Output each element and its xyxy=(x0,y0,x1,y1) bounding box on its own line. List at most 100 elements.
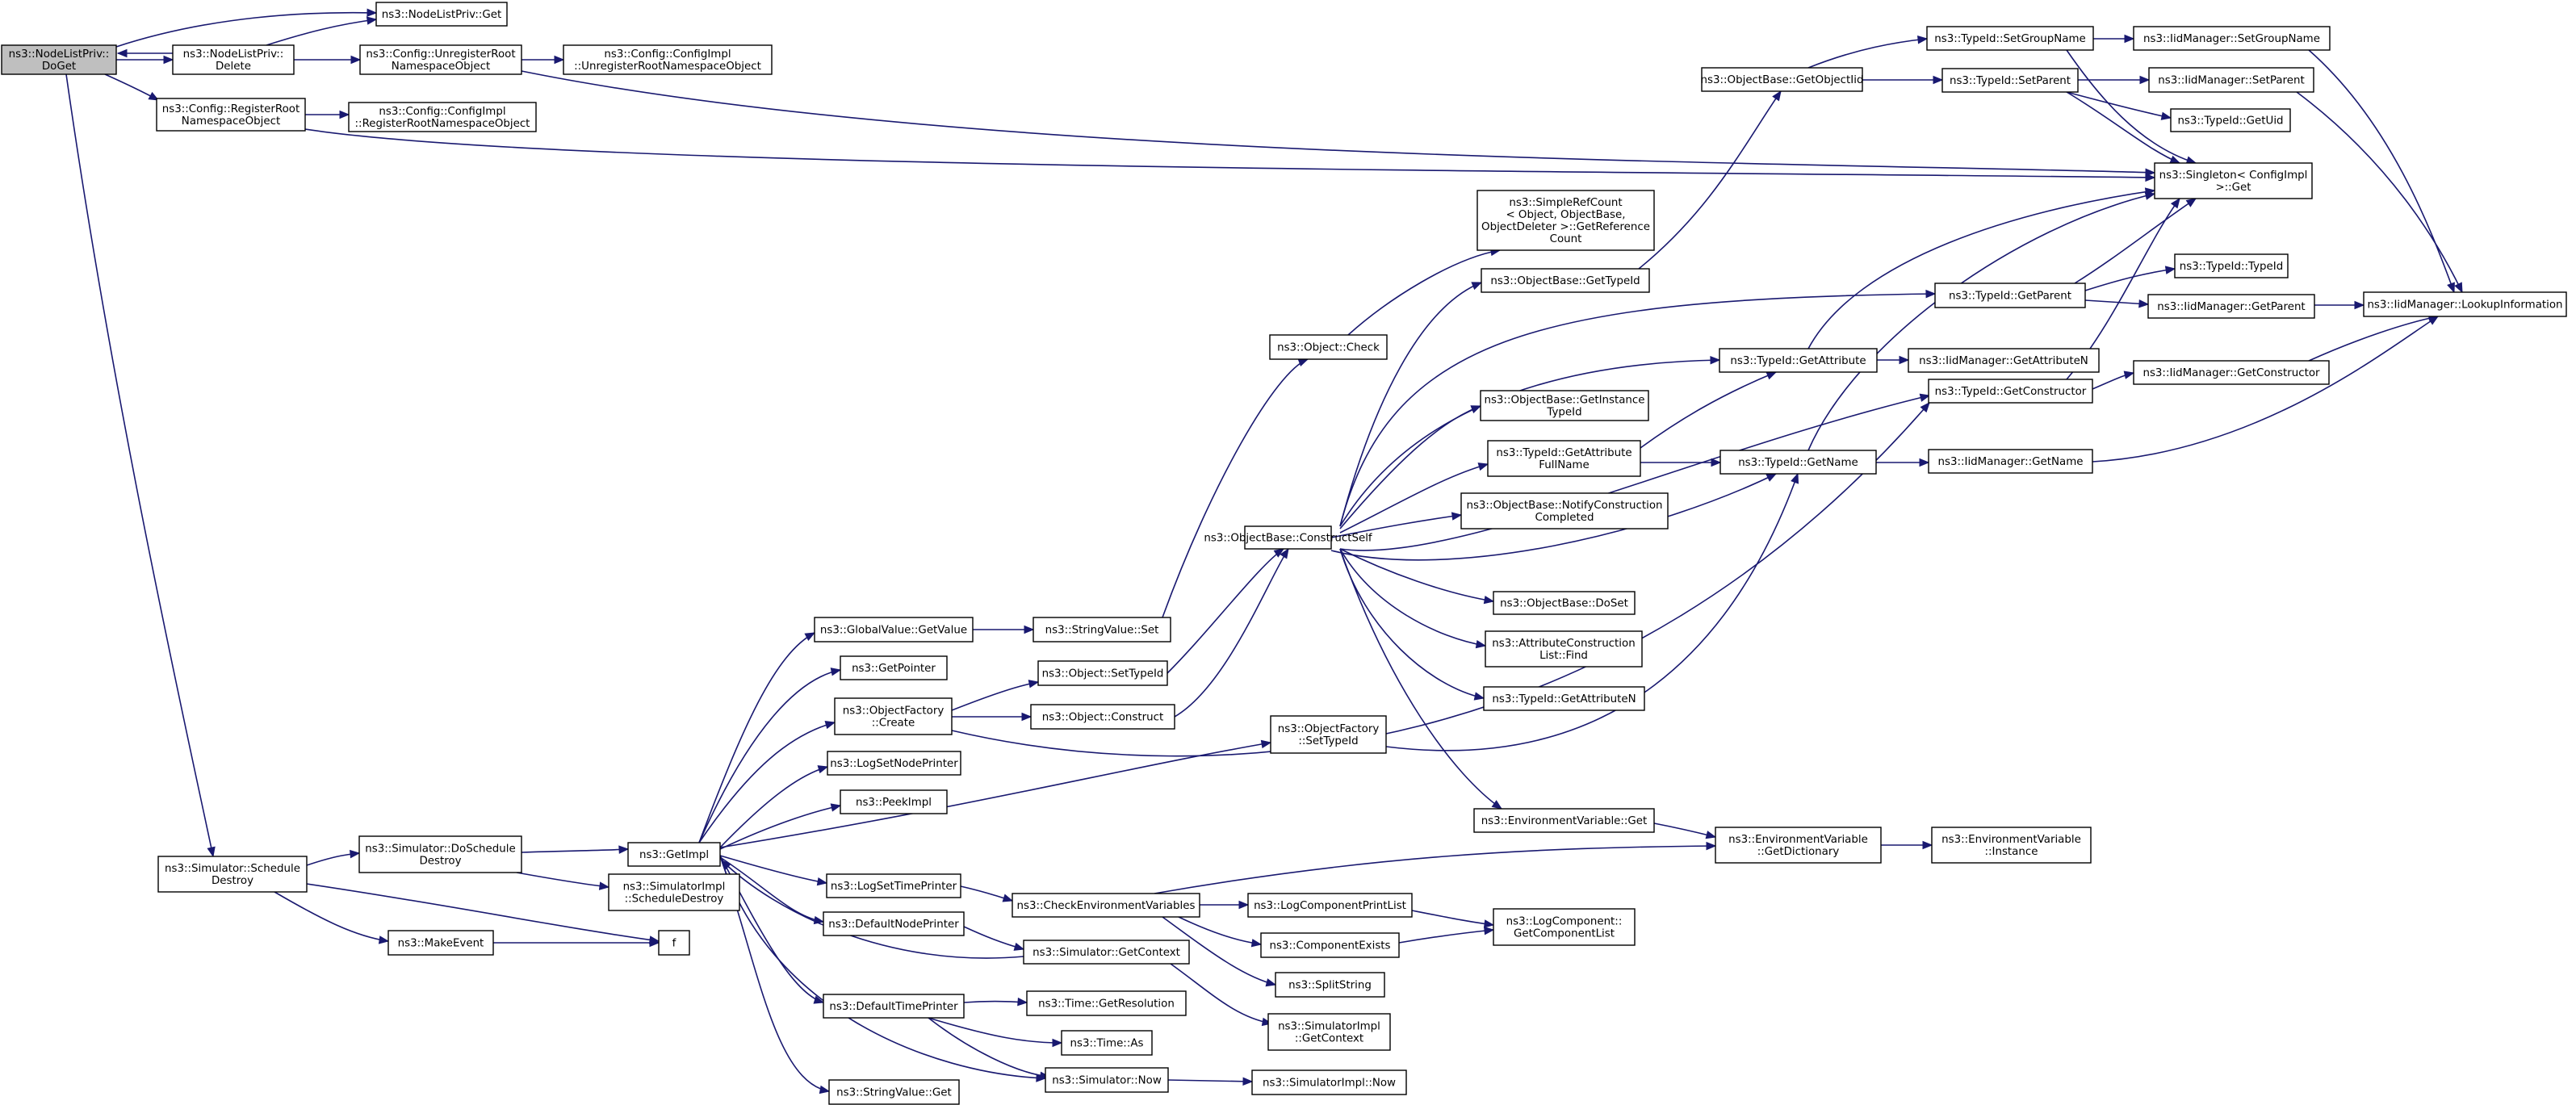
node-n0[interactable]: ns3::NodeListPriv::DoGet xyxy=(1,44,117,75)
node-box[interactable] xyxy=(1493,591,1636,615)
node-n27[interactable]: ns3::TypeId::GetName xyxy=(1719,450,1877,475)
node-n30[interactable]: ns3::ObjectBase::NotifyConstructionCompl… xyxy=(1460,492,1669,529)
node-box[interactable] xyxy=(1030,704,1175,730)
node-n60[interactable]: ns3::DefaultTimePrinter xyxy=(823,994,965,1019)
node-n43[interactable]: ns3::EnvironmentVariable::Get xyxy=(1473,808,1655,833)
node-box[interactable] xyxy=(1480,390,1649,421)
node-box[interactable] xyxy=(814,617,974,642)
node-n24[interactable]: ns3::IidManager::GetConstructor xyxy=(2133,360,2330,385)
node-n18[interactable]: ns3::TypeId::GetParent xyxy=(1934,283,2086,308)
node-box[interactable] xyxy=(1247,893,1413,918)
node-box[interactable] xyxy=(1928,379,2093,404)
node-n49[interactable]: ns3::SimulatorImpl::ScheduleDestroy xyxy=(608,873,740,911)
node-n65[interactable]: ns3::SimulatorImpl::Now xyxy=(1251,1069,1407,1095)
node-box[interactable] xyxy=(1485,630,1643,668)
node-box[interactable] xyxy=(1483,686,1645,711)
node-n56[interactable]: f xyxy=(658,930,690,956)
node-box[interactable] xyxy=(2174,253,2289,278)
node-box[interactable] xyxy=(1941,68,2079,93)
node-n19[interactable]: ns3::TypeId::TypeId xyxy=(2174,253,2289,278)
node-n28[interactable]: ns3::IidManager::GetName xyxy=(1928,449,2093,474)
node-box[interactable] xyxy=(1270,715,1387,754)
node-n17[interactable]: ns3::Object::Check xyxy=(1269,334,1388,360)
node-box[interactable] xyxy=(823,994,965,1019)
node-n64[interactable]: ns3::Simulator::Now xyxy=(1045,1067,1169,1093)
node-n54[interactable]: ns3::ComponentExists xyxy=(1260,932,1400,958)
node-n37[interactable]: ns3::ObjectFactory::Create xyxy=(834,697,953,735)
node-box[interactable] xyxy=(1928,449,2093,474)
node-box[interactable] xyxy=(2133,26,2331,51)
node-n39[interactable]: ns3::Object::Construct xyxy=(1030,704,1175,730)
node-box[interactable] xyxy=(1026,990,1187,1016)
node-n1[interactable]: ns3::NodeListPriv::Get xyxy=(375,2,508,27)
node-n31[interactable]: ns3::ObjectBase::DoSet xyxy=(1493,591,1636,615)
node-box[interactable] xyxy=(1719,450,1877,475)
node-box[interactable] xyxy=(1244,525,1332,550)
node-box[interactable] xyxy=(827,751,961,776)
node-box[interactable] xyxy=(1701,67,1863,92)
node-box[interactable] xyxy=(1934,283,2086,308)
node-n11[interactable]: ns3::TypeId::SetParent xyxy=(1941,68,2079,93)
node-n36[interactable]: ns3::GetPointer xyxy=(840,655,948,680)
node-box[interactable] xyxy=(2170,108,2291,132)
node-box[interactable] xyxy=(608,873,740,911)
node-n62[interactable]: ns3::Time::As xyxy=(1061,1030,1153,1056)
node-box[interactable] xyxy=(840,789,948,814)
node-box[interactable] xyxy=(1023,940,1190,965)
node-n20[interactable]: ns3::IidManager::GetParent xyxy=(2147,294,2315,319)
node-n8[interactable]: ns3::ObjectBase::GetObjectIid xyxy=(1701,67,1864,92)
node-n66[interactable]: ns3::StringValue::Get xyxy=(828,1079,960,1105)
node-box[interactable] xyxy=(1715,827,1882,864)
node-box[interactable] xyxy=(375,2,508,27)
node-box[interactable] xyxy=(1012,893,1200,918)
node-box[interactable] xyxy=(1275,972,1385,998)
node-n6[interactable]: ns3::Config::ConfigImpl::RegisterRootNam… xyxy=(348,102,537,132)
node-n58[interactable]: ns3::Simulator::GetContext xyxy=(1023,940,1190,965)
node-n50[interactable]: ns3::LogSetTimePrinter xyxy=(826,873,961,898)
node-n52[interactable]: ns3::LogComponentPrintList xyxy=(1247,893,1413,918)
node-box[interactable] xyxy=(387,930,494,956)
node-box[interactable] xyxy=(1269,334,1388,360)
node-box[interactable] xyxy=(1037,660,1168,686)
node-box[interactable] xyxy=(2363,291,2567,317)
node-box[interactable] xyxy=(157,856,308,893)
node-n29[interactable]: ns3::ObjectBase::ConstructSelf xyxy=(1204,525,1372,550)
node-box[interactable] xyxy=(828,1079,960,1105)
node-n35[interactable]: ns3::StringValue::Set xyxy=(1032,617,1171,642)
node-box[interactable] xyxy=(2147,294,2315,319)
node-box[interactable] xyxy=(1460,492,1669,529)
node-n53[interactable]: ns3::LogComponent::GetComponentList xyxy=(1493,908,1636,946)
node-box[interactable] xyxy=(840,655,948,680)
node-box[interactable] xyxy=(2154,162,2313,199)
node-n5[interactable]: ns3::Config::RegisterRootNamespaceObject xyxy=(156,98,306,132)
node-box[interactable] xyxy=(563,44,773,75)
node-box[interactable] xyxy=(1481,268,1650,293)
node-box[interactable] xyxy=(1719,348,1878,373)
node-box[interactable] xyxy=(658,930,690,956)
node-box[interactable] xyxy=(1908,348,2100,373)
node-n41[interactable]: ns3::LogSetNodePrinter xyxy=(827,751,961,776)
node-box[interactable] xyxy=(2133,360,2330,385)
node-n63[interactable]: ns3::SimulatorImpl::GetContext xyxy=(1267,1013,1391,1051)
node-n51[interactable]: ns3::CheckEnvironmentVariables xyxy=(1012,893,1200,918)
node-box[interactable] xyxy=(1045,1067,1169,1093)
node-n48[interactable]: ns3::GetImpl xyxy=(627,842,721,867)
node-n10[interactable]: ns3::IidManager::SetGroupName xyxy=(2133,26,2331,51)
node-n21[interactable]: ns3::TypeId::GetAttribute xyxy=(1719,348,1878,373)
node-box[interactable] xyxy=(1931,827,2092,864)
node-n33[interactable]: ns3::TypeId::GetAttributeN xyxy=(1483,686,1645,711)
node-n16[interactable]: ns3::ObjectBase::GetTypeId xyxy=(1481,268,1650,293)
node-n2[interactable]: ns3::NodeListPriv::Delete xyxy=(172,44,295,75)
node-n4[interactable]: ns3::Config::ConfigImpl::UnregisterRootN… xyxy=(563,44,773,75)
node-n7[interactable]: ns3::Singleton< ConfigImpl >::Get xyxy=(2154,162,2313,199)
node-box[interactable] xyxy=(1493,908,1636,946)
node-box[interactable] xyxy=(1473,808,1655,833)
node-n13[interactable]: ns3::TypeId::GetUid xyxy=(2170,108,2291,132)
node-box[interactable] xyxy=(826,873,961,898)
node-n23[interactable]: ns3::TypeId::GetConstructor xyxy=(1928,379,2093,404)
node-box[interactable] xyxy=(358,835,522,873)
node-box[interactable] xyxy=(834,697,953,735)
